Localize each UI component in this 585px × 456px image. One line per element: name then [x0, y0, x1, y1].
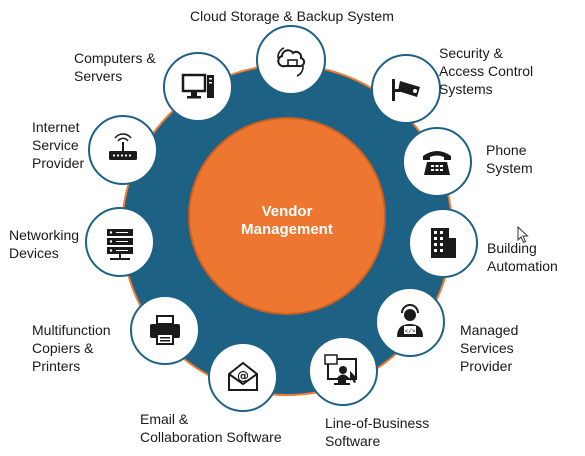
node-managed-services: </> [375, 287, 445, 357]
svg-text:@: @ [237, 369, 249, 383]
node-email: @ [208, 342, 278, 412]
email-envelope-icon: @ [228, 361, 258, 391]
label-phone: Phone System [486, 142, 533, 176]
printer-icon [150, 315, 180, 345]
label-email: Email & Collaboration Software [140, 411, 282, 445]
label-isp: Internet Service Provider [32, 119, 85, 171]
node-building [408, 208, 478, 278]
label-copiers: Multifunction Copiers & Printers [32, 322, 111, 374]
label-managed-services: Managed Services Provider [460, 322, 519, 374]
telephone-icon [423, 151, 451, 175]
label-line-of-business: Line-of-Business Software [325, 415, 430, 449]
node-circle-computers [163, 52, 233, 122]
label-networking: Networking Devices [9, 227, 80, 261]
node-computers [163, 52, 233, 122]
desktop-computer-icon [181, 73, 214, 99]
mouse-cursor-icon [517, 226, 529, 244]
node-isp [88, 115, 158, 185]
node-phone [402, 127, 472, 197]
server-rack-icon [107, 229, 133, 260]
svg-text:</>: </> [405, 328, 416, 335]
label-computers: Computers & Servers [74, 50, 156, 84]
node-copiers [130, 295, 200, 365]
vendor-management-circle [188, 117, 386, 315]
node-circle-managed-services [375, 287, 445, 357]
monitor-window-icon [324, 354, 357, 385]
node-networking [85, 207, 155, 277]
building-icon [431, 228, 456, 258]
cloud-sync-icon [277, 47, 306, 77]
center-title-line2: Management [241, 221, 333, 238]
node-circle-email [208, 342, 278, 412]
security-camera-icon [392, 79, 420, 101]
node-cloud-storage [256, 25, 326, 95]
label-cloud-storage: Cloud Storage & Backup System [190, 8, 394, 24]
node-security [371, 54, 441, 124]
center-title-line1: Vendor [262, 203, 313, 220]
label-security: Security & Access Control Systems [439, 45, 534, 97]
label-building: Building Automation [487, 240, 558, 274]
router-icon [109, 133, 137, 160]
node-line-of-business [308, 336, 378, 406]
technician-icon: </> [397, 304, 423, 337]
